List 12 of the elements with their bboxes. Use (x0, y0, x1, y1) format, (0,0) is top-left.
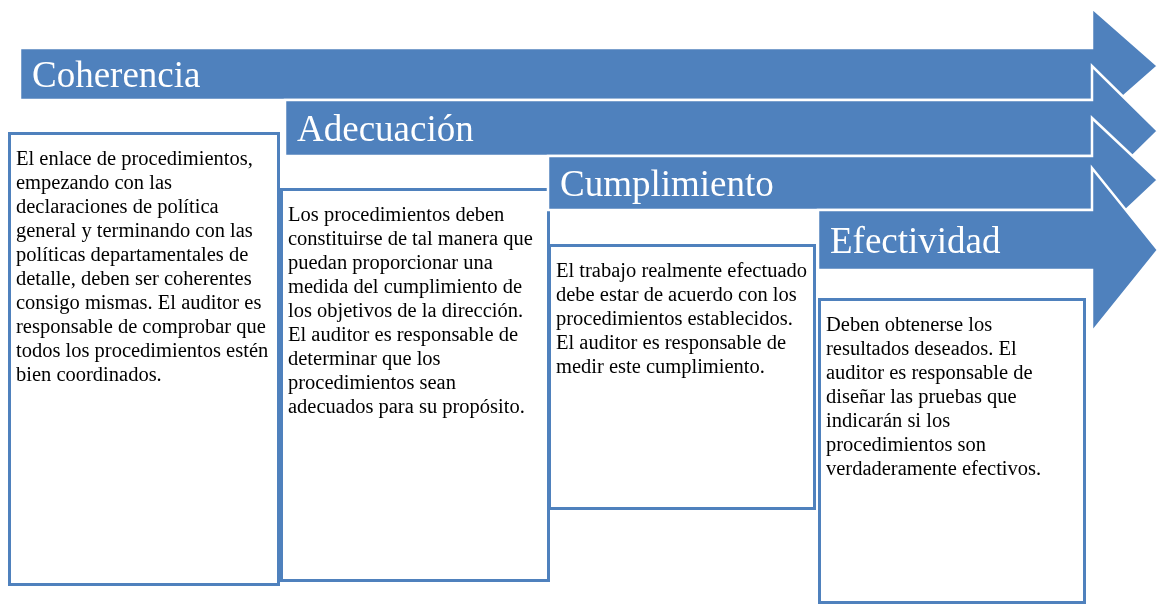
description-text: El trabajo realmente efectuado debe estar de acuerdo con los procedimientos establecidos. El auditor es responsable de medir este cumplimiento. (556, 258, 808, 378)
stage-heading: Coherencia (32, 55, 201, 93)
description-text: Los procedimientos deben constituirse de tal manera que puedan proporcionar una medida del cumplimiento de los objetivos de la dirección. El auditor es responsable de determinar que los procedimientos sean adecuados para su propósito. (288, 202, 534, 418)
stage-heading: Adecuación (297, 109, 474, 147)
description-text: Deben obtenerse los resultados deseados. El auditor es responsable de diseñar las pruebas que indicarán si los procedimientos son verdaderamente efectivos. (826, 312, 1043, 480)
text-box (818, 298, 1086, 604)
text-box (8, 132, 280, 586)
text-box (280, 188, 550, 582)
stage-heading: Cumplimiento (560, 164, 774, 202)
stage-heading: Efectividad (830, 221, 1001, 259)
description-text: El enlace de procedimientos, empezando con las declaraciones de política general y terminando con las políticas departamentales de detalle, deben ser coherentes consigo mismas. El auditor es responsable de comprobar que todos los procedimientos estén bien coordinados. (16, 146, 270, 386)
text-box (548, 244, 816, 510)
